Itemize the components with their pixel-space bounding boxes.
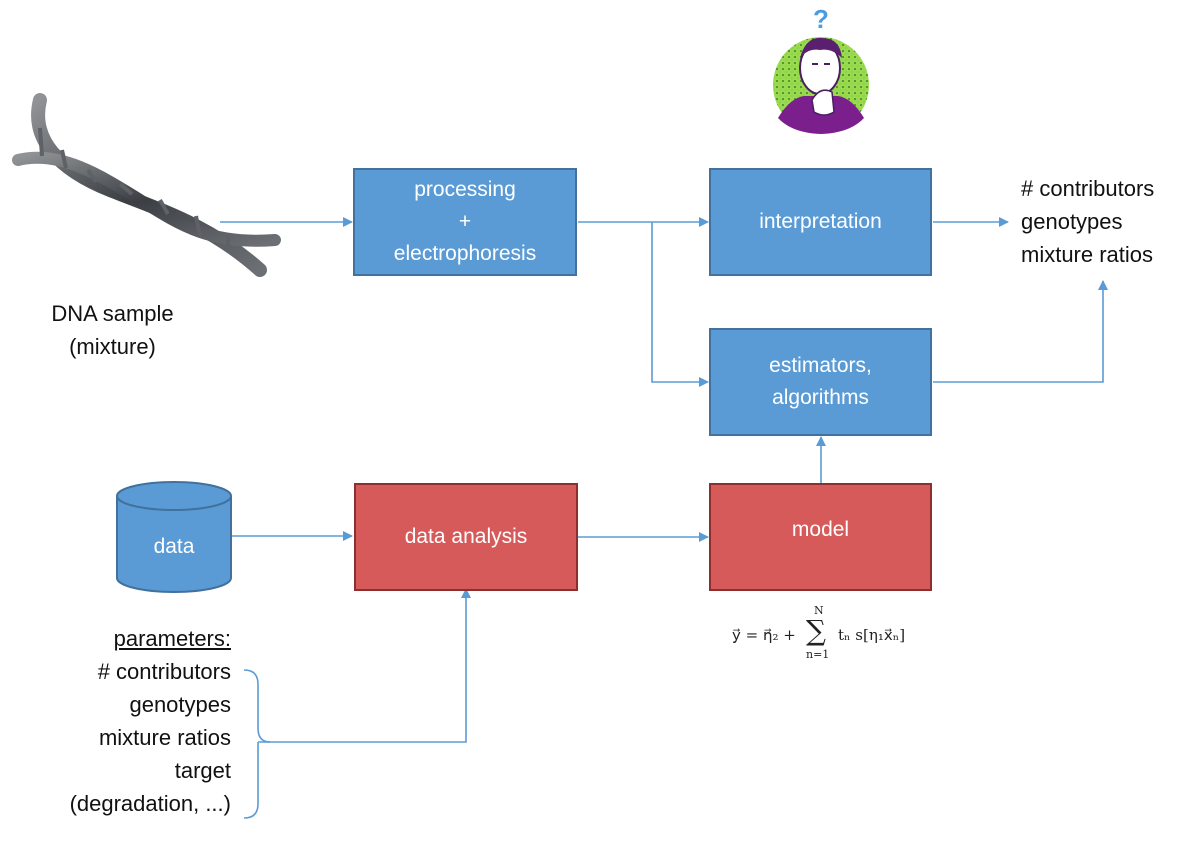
- data-analysis-box: data analysis: [354, 483, 578, 591]
- model-label: model: [791, 518, 850, 541]
- output-mixture-ratios: mixture ratios: [1021, 242, 1154, 267]
- estimators-line-2: algorithms: [772, 386, 869, 409]
- dna-label-line-1: DNA sample: [51, 301, 174, 326]
- processing-box: processing + electrophoresis: [353, 168, 577, 276]
- formula-lhs: y⃗ = η⃗₂ +: [732, 626, 796, 644]
- output-genotypes: genotypes: [1021, 209, 1123, 234]
- parameters-brace: [243, 669, 271, 819]
- connector-estimators-to-outputs: [933, 280, 1108, 383]
- connector-processing-to-estimators: [651, 222, 709, 387]
- outputs-list: # contributors genotypes mixture ratios: [1021, 172, 1154, 271]
- data-cylinder-label: data: [153, 535, 195, 558]
- processing-line-3: electrophoresis: [393, 242, 537, 265]
- parameters-heading: parameters:: [113, 626, 231, 651]
- output-contributors: # contributors: [1021, 176, 1155, 201]
- dna-label-line-2: (mixture): [69, 334, 156, 359]
- processing-line-2: +: [458, 210, 472, 233]
- estimators-line-1: estimators,: [769, 354, 872, 377]
- estimators-box: estimators, algorithms: [709, 328, 932, 436]
- parameters-list: parameters: # contributors genotypes mix…: [20, 622, 231, 820]
- question-mark-icon: ?: [813, 4, 829, 34]
- formula-rhs: tₙ s[η₁x⃗ₙ]: [838, 626, 906, 644]
- parameter-degradation: (degradation, ...): [69, 791, 231, 816]
- svg-text:?: ?: [813, 4, 829, 34]
- connector-parameters-to-analysis: [258, 588, 471, 743]
- data-cylinder: [116, 481, 232, 593]
- formula-sum-upper: N: [814, 604, 824, 617]
- model-box: model: [709, 483, 932, 591]
- parameter-genotypes: genotypes: [129, 692, 231, 717]
- formula-sum-lower: n=1: [806, 648, 830, 661]
- dna-sample-label: DNA sample (mixture): [20, 297, 205, 363]
- parameter-contributors: # contributors: [97, 659, 231, 684]
- data-analysis-label: data analysis: [404, 525, 528, 548]
- dna-helix-icon: [12, 93, 281, 277]
- interpretation-box: interpretation: [709, 168, 932, 276]
- model-formula: y⃗ = η⃗₂ + N ∑ n=1 tₙ s[η₁x⃗ₙ]: [732, 604, 932, 666]
- thinking-person-icon: [773, 37, 869, 134]
- interpretation-label: interpretation: [759, 210, 882, 233]
- processing-line-1: processing: [414, 178, 516, 201]
- formula-sum-symbol: ∑: [806, 614, 826, 647]
- parameter-target: target: [174, 758, 231, 783]
- parameter-mixture-ratios: mixture ratios: [98, 725, 231, 750]
